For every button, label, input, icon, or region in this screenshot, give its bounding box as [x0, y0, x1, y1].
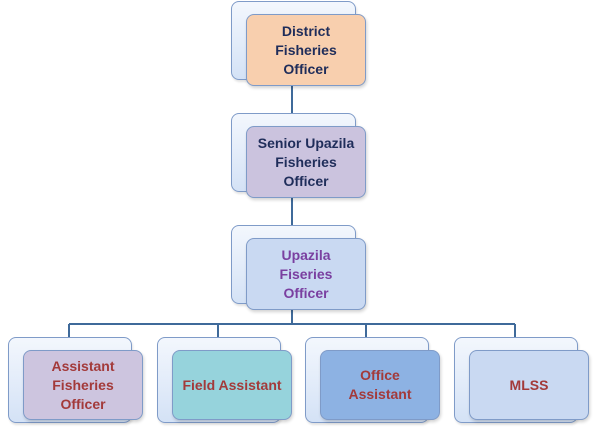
node-label-line: Assistant — [348, 386, 412, 402]
node-label-line: Officer — [283, 284, 329, 301]
node-label-line: Upazila — [281, 246, 331, 263]
node-label-line: Fisheries — [275, 153, 337, 170]
node-label-line: Fisheries — [52, 376, 114, 393]
node-front-card: MLSS — [469, 350, 589, 420]
node-label-line: Office — [360, 367, 400, 383]
node-label-line: Senior Upazila — [257, 134, 355, 151]
node-label-line: Officer — [60, 395, 106, 412]
node-label-line: Assistant — [51, 357, 115, 374]
node-front-card: Field Assistant — [172, 350, 292, 420]
node-label: MLSS — [510, 376, 549, 395]
node-label-line: Officer — [283, 172, 329, 189]
node-label-line: MLSS — [509, 376, 549, 393]
node-label-line: District — [281, 22, 331, 39]
node-label-line: Officer — [283, 60, 329, 77]
node-label-line: Fisheries — [275, 41, 337, 58]
node-label: Field Assistant — [182, 376, 281, 395]
node-label-line: Field Assistant — [182, 376, 282, 393]
node-label-line: Fiseries — [279, 265, 333, 282]
